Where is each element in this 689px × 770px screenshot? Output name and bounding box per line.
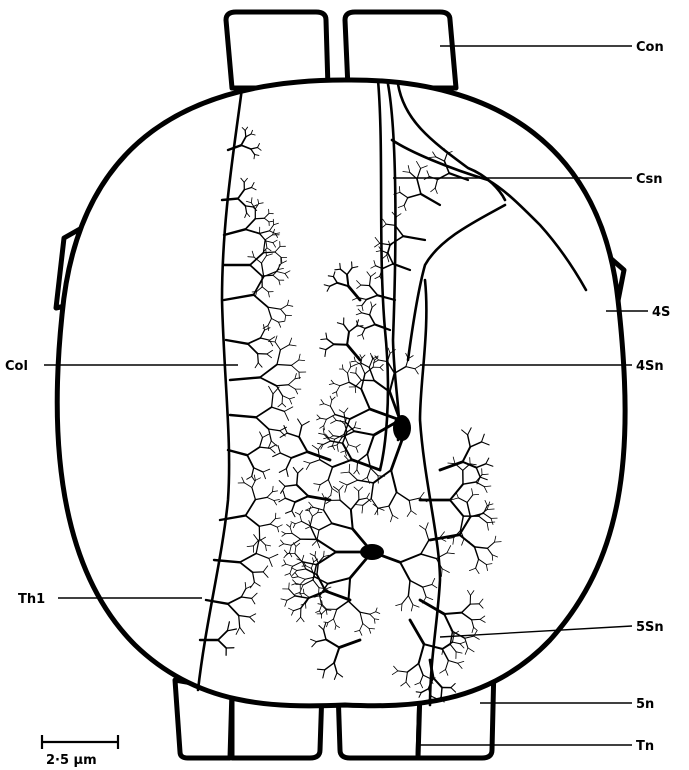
dendrite-branch — [324, 551, 325, 557]
label-csn: Csn — [636, 172, 663, 187]
label-5sn: 5Sn — [636, 620, 664, 635]
label-4s: 4S — [652, 305, 670, 320]
dendrite-branch — [369, 628, 375, 629]
label-col: Col — [5, 359, 28, 374]
dendrite-branch — [495, 542, 502, 543]
label-4sn: 4Sn — [636, 359, 664, 374]
dendrite-branch — [254, 155, 255, 159]
dendrite-branch — [297, 473, 298, 485]
scale-bar-label: 2·5 μm — [46, 753, 97, 768]
dendrite-branch — [441, 688, 442, 697]
dendrite-branch — [289, 583, 290, 589]
dendrite-branch — [248, 257, 254, 258]
dendrite-branch — [416, 692, 421, 693]
dendrite-branch — [222, 199, 238, 200]
dendrite-branch — [255, 218, 264, 219]
label-con: Con — [636, 40, 664, 55]
dendrite-branch — [321, 339, 327, 340]
dendrite-branch — [355, 387, 356, 393]
dendrite-branch — [263, 252, 275, 253]
dendrite-branch — [361, 285, 370, 286]
label-tn: Tn — [636, 739, 654, 754]
dendrite-branch — [258, 354, 259, 363]
dendrite-branch — [399, 187, 400, 193]
dendrite-branch — [473, 494, 479, 495]
dendrite-branch — [317, 669, 324, 670]
dendrite-branch — [444, 613, 461, 614]
anterior-connective-left — [226, 12, 328, 88]
ganglion-outline — [57, 80, 625, 706]
anterior-connective-right — [345, 12, 456, 88]
label-5n: 5n — [636, 697, 654, 712]
dendrite-branch — [487, 509, 494, 510]
dendrite-branch — [281, 258, 282, 264]
dendrite-branch — [340, 263, 341, 269]
dendrite-branch — [492, 555, 493, 561]
dendrite-branch — [245, 131, 246, 137]
dendrite-branch — [335, 269, 341, 270]
label-th1: Th1 — [18, 592, 45, 607]
dendrite-branch — [356, 368, 357, 374]
dendrite-branch — [347, 275, 348, 287]
scale-bar: 2·5 μm — [42, 735, 118, 768]
